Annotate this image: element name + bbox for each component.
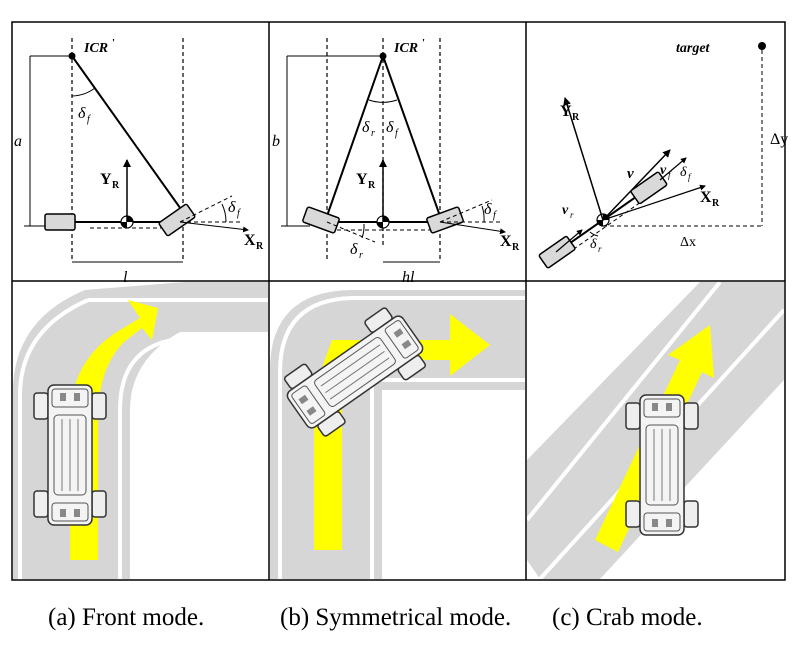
delta-r-label: δ — [590, 237, 597, 252]
icr-label: ICR — [393, 41, 418, 56]
caption-symmetrical-mode: (b) Symmetrical mode. — [280, 604, 512, 631]
delta-f-label: δ — [484, 201, 492, 218]
caption-crab-mode: (c) Crab mode. — [552, 604, 703, 631]
dy-label: Δy — [770, 131, 788, 148]
yr-sub: R — [112, 180, 120, 191]
front-mode-diagram — [24, 38, 249, 263]
delta-f-sub: f — [237, 208, 241, 219]
caption-front-mode: (a) Front mode. — [48, 604, 205, 631]
l-label: l — [123, 269, 128, 286]
delta-f-sub: f — [688, 172, 692, 182]
vf-sub: f — [668, 170, 672, 180]
delta-f-sub: f — [395, 128, 399, 139]
xr-label: X — [244, 232, 256, 249]
a-label: a — [14, 133, 22, 150]
delta-f-sub: f — [87, 114, 91, 125]
yr-label: Y — [356, 171, 368, 188]
vr-sub: r — [570, 210, 574, 220]
hl-label: hl — [402, 269, 415, 286]
symmetrical-mode-scene — [270, 282, 525, 579]
dx-label: Δx — [680, 235, 696, 250]
vf-label: v — [660, 163, 667, 178]
delta-r-label: δ — [362, 119, 370, 136]
yr-label: Y — [100, 171, 112, 188]
delta-f-label: δ — [386, 119, 394, 136]
vr-label: v — [562, 203, 569, 218]
icr-label: ICR — [83, 41, 108, 56]
front-mode-scene — [13, 282, 268, 579]
delta-r-sub: r — [359, 250, 363, 261]
target-label: target — [676, 41, 711, 56]
delta-r-label: δ — [350, 241, 358, 258]
icr-prime: ' — [422, 37, 425, 49]
xr-label: X — [700, 189, 712, 206]
delta-f-label: δ — [228, 199, 236, 216]
delta-f-sub: f — [493, 210, 497, 221]
panel-frame — [11, 21, 786, 581]
yr-sub: R — [572, 112, 580, 123]
xr-label: X — [500, 233, 512, 250]
crab-mode-scene — [527, 282, 784, 579]
icr-prime: ' — [112, 37, 115, 49]
symmetrical-mode-diagram — [281, 38, 506, 263]
delta-f-label: δ — [78, 105, 86, 122]
b-label: b — [272, 133, 280, 150]
yr-sub: R — [368, 180, 376, 191]
xr-sub: R — [256, 241, 264, 252]
xr-sub: R — [512, 242, 520, 253]
crab-mode-diagram — [538, 42, 766, 269]
delta-f-label: δ — [680, 165, 687, 180]
delta-r-sub: r — [371, 128, 375, 139]
xr-sub: R — [712, 198, 720, 209]
yr-label: Y — [560, 103, 572, 120]
v-label: v — [627, 166, 634, 182]
delta-r-sub: r — [598, 244, 602, 254]
